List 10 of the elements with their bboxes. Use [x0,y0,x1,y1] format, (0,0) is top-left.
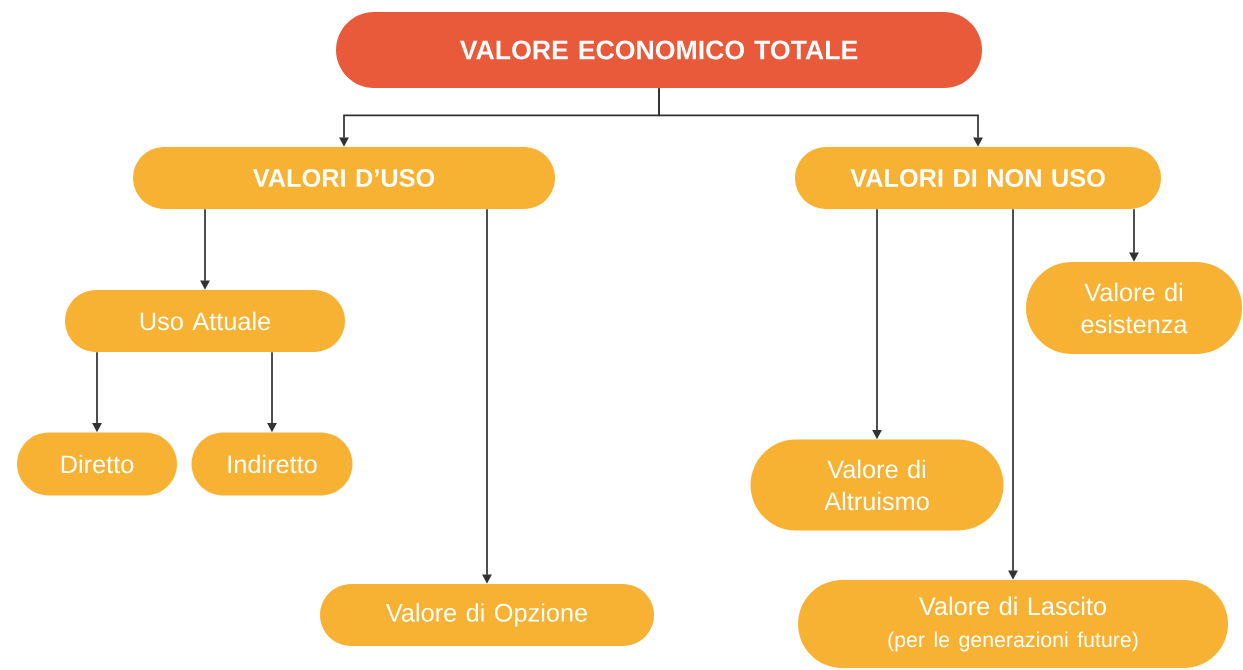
rounded-box: VALORE ECONOMICO TOTALE [336,12,982,88]
rounded-box: Valore di esistenza [1026,262,1242,354]
rounded-box: VALORI D’USO [133,147,555,209]
rounded-box: Diretto [17,432,177,496]
rounded-box: Indiretto [191,432,353,496]
rounded-box: VALORI DI NON USO [795,147,1161,209]
rounded-box: Valore di Altruismo [750,439,1004,531]
rounded-box: Uso Attuale [65,290,345,352]
rounded-box: Valore di Opzione [320,584,654,646]
rounded-box: Valore di Lascito (per le generazioni future) [798,580,1228,668]
